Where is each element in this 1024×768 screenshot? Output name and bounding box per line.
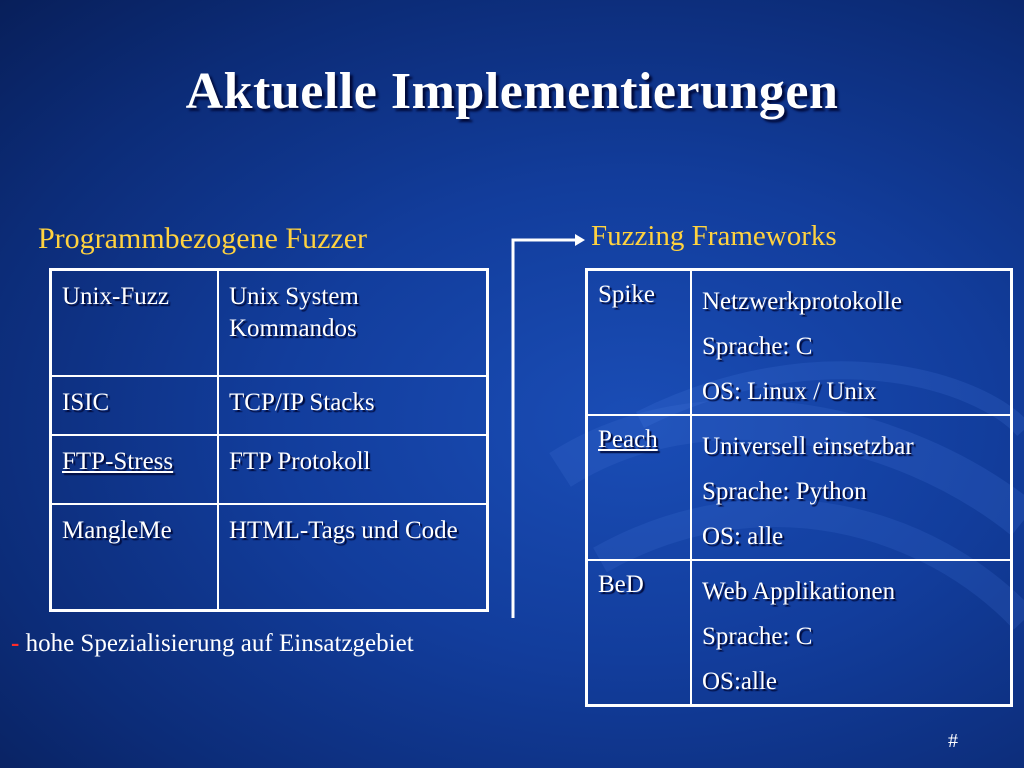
framework-detail-line: Netzwerkprotokolle	[702, 288, 902, 315]
fuzzer-name-cell: MangleMe	[49, 503, 219, 612]
table-row: MangleMe HTML-Tags und Code	[49, 503, 489, 612]
fuzzer-name-cell: ISIC	[49, 375, 219, 436]
fuzzer-description-cell: HTML-Tags und Code	[217, 503, 489, 612]
framework-name-link[interactable]: Peach	[598, 426, 658, 453]
program-fuzzer-table: Unix-Fuzz Unix System Kommandos ISIC TCP…	[49, 268, 489, 612]
fuzzer-description: Unix System Kommandos	[229, 283, 359, 342]
framework-name-cell: BeD	[585, 559, 692, 707]
table-row: BeD Web Applikationen Sprache: C OS:alle	[585, 559, 1013, 707]
framework-detail-line: OS: alle	[702, 523, 784, 550]
framework-detail-line: Sprache: C	[702, 333, 813, 360]
framework-details-cell: Universell einsetzbar Sprache: Python OS…	[690, 414, 1013, 561]
framework-name: BeD	[598, 571, 644, 598]
connector-arrow	[511, 234, 585, 618]
fuzzer-name: Unix-Fuzz	[62, 283, 169, 310]
fuzzer-description-cell: Unix System Kommandos	[217, 268, 489, 377]
fuzzer-description-cell: FTP Protokoll	[217, 434, 489, 505]
note-text: hohe Spezialisierung auf Einsatzgebiet	[25, 630, 414, 657]
framework-detail-line: Sprache: Python	[702, 478, 867, 505]
framework-detail-line: Sprache: C	[702, 623, 813, 650]
slide-title: Aktuelle Implementierungen	[185, 63, 839, 120]
framework-detail-line: OS:alle	[702, 668, 777, 695]
fuzzer-description-cell: TCP/IP Stacks	[217, 375, 489, 436]
fuzzer-name: MangleMe	[62, 517, 172, 544]
framework-detail-line: Universell einsetzbar	[702, 433, 914, 460]
note-dash: -	[11, 630, 20, 657]
table-row: Unix-Fuzz Unix System Kommandos	[49, 268, 489, 377]
framework-name-cell: Spike	[585, 268, 692, 416]
table-row: FTP-Stress FTP Protokoll	[49, 434, 489, 505]
left-heading: Programmbezogene Fuzzer	[38, 222, 368, 255]
specialization-note: - hohe Spezialisierung auf Einsatzgebiet	[11, 630, 414, 658]
framework-detail-line: Web Applikationen	[702, 578, 896, 605]
framework-table: Spike Netzwerkprotokolle Sprache: C OS: …	[585, 268, 1013, 707]
table-row: ISIC TCP/IP Stacks	[49, 375, 489, 436]
fuzzer-name: ISIC	[62, 389, 110, 416]
fuzzer-name-link[interactable]: FTP-Stress	[62, 448, 174, 475]
fuzzer-description: TCP/IP Stacks	[229, 389, 375, 416]
framework-details-cell: Web Applikationen Sprache: C OS:alle	[690, 559, 1013, 707]
fuzzer-description: FTP Protokoll	[229, 448, 371, 475]
framework-detail-line: OS: Linux / Unix	[702, 378, 877, 405]
framework-details-cell: Netzwerkprotokolle Sprache: C OS: Linux …	[690, 268, 1013, 416]
framework-name: Spike	[598, 281, 655, 308]
page-marker: #	[948, 730, 958, 752]
fuzzer-description: HTML-Tags und Code	[229, 517, 458, 544]
fuzzer-name-cell: FTP-Stress	[49, 434, 219, 505]
fuzzer-name-cell: Unix-Fuzz	[49, 268, 219, 377]
right-heading: Fuzzing Frameworks	[591, 220, 837, 252]
table-row: Peach Universell einsetzbar Sprache: Pyt…	[585, 414, 1013, 561]
table-row: Spike Netzwerkprotokolle Sprache: C OS: …	[585, 268, 1013, 416]
framework-name-cell: Peach	[585, 414, 692, 561]
